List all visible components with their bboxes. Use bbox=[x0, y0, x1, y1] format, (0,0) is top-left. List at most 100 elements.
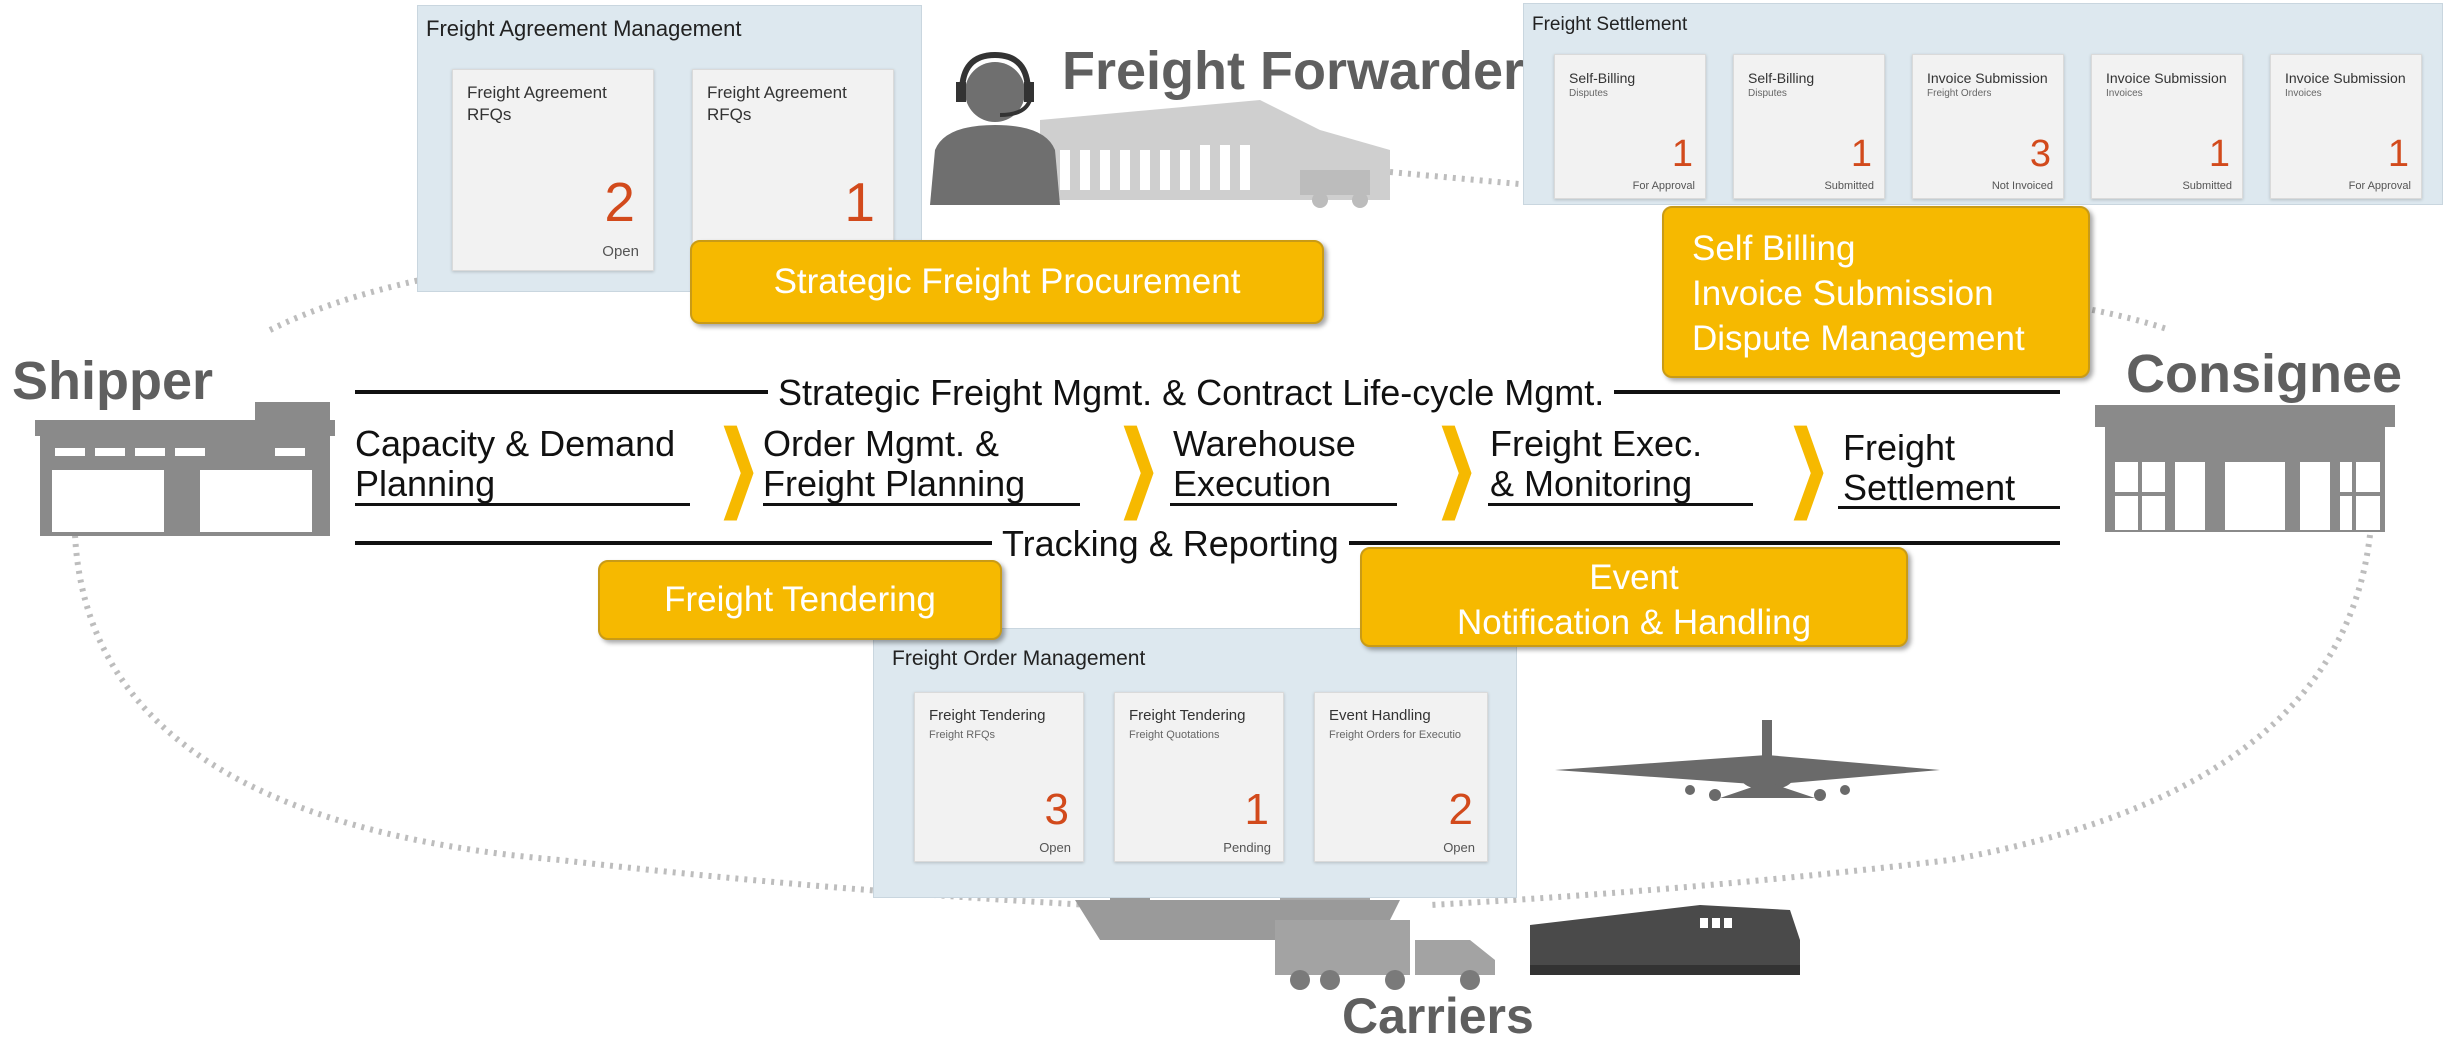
truck-icon bbox=[1275, 920, 1495, 990]
bottom-band-label: Tracking & Reporting bbox=[992, 523, 1349, 565]
panel-title: Freight Settlement bbox=[1532, 14, 1688, 35]
airplane-icon bbox=[1555, 720, 1940, 801]
chevron-right-icon: ❯ bbox=[1435, 415, 1478, 517]
tile[interactable]: Self-Billing Disputes 1 For Approval bbox=[1554, 54, 1706, 199]
tile[interactable]: Event Handling Freight Orders for Execut… bbox=[1314, 692, 1488, 862]
chevron-right-icon: ❯ bbox=[717, 415, 760, 517]
train-icon bbox=[1530, 905, 1800, 975]
tile[interactable]: Freight Agreement RFQs 2 Open bbox=[452, 69, 654, 271]
phase-line: Capacity & Demand bbox=[355, 423, 676, 464]
phase-underline bbox=[355, 503, 690, 506]
tile-title: Freight Tendering bbox=[1129, 707, 1246, 724]
tile-status: For Approval bbox=[1632, 180, 1695, 192]
tile-value: 2 bbox=[604, 171, 635, 233]
shipper-label: Shipper bbox=[12, 351, 214, 411]
phase-warehouse: Warehouse Execution bbox=[1173, 424, 1356, 504]
chevron-right-icon: ❯ bbox=[1117, 415, 1160, 517]
tile[interactable]: Freight Tendering Freight RFQs 3 Open bbox=[914, 692, 1084, 862]
callout-text: Strategic Freight Procurement bbox=[773, 262, 1241, 301]
callout-settlement: Self Billing Invoice Submission Dispute … bbox=[1662, 206, 2090, 378]
tile-title: Invoice Submission bbox=[2106, 70, 2227, 86]
tile-status: Open bbox=[602, 243, 639, 260]
callout-text: Dispute Management bbox=[1692, 319, 2025, 358]
tile-subtitle: Freight Orders bbox=[1927, 88, 1992, 99]
phase-freight-exec: Freight Exec. & Monitoring bbox=[1490, 424, 1702, 504]
phase-line: Freight Planning bbox=[763, 463, 1026, 504]
tile-subtitle: Invoices bbox=[2106, 88, 2143, 99]
tile-subtitle: Disputes bbox=[1748, 88, 1787, 99]
freight-order-panel: Freight Order Management Freight Tenderi… bbox=[873, 628, 1517, 898]
tile-title: Invoice Submission bbox=[2285, 70, 2406, 86]
tile-value: 1 bbox=[844, 171, 875, 233]
tile-value: 3 bbox=[2029, 133, 2051, 175]
phase-line: Freight bbox=[1843, 427, 1956, 468]
tile-value: 1 bbox=[2208, 133, 2230, 175]
tile-status: Submitted bbox=[1824, 180, 1874, 192]
tile-value: 3 bbox=[1044, 785, 1069, 834]
callout-text: Notification & Handling bbox=[1456, 603, 1812, 642]
phase-line: & Monitoring bbox=[1490, 463, 1693, 504]
tile[interactable]: Invoice Submission Freight Orders 3 Not … bbox=[1912, 54, 2064, 199]
tile-title: Freight Agreement RFQs bbox=[707, 83, 847, 124]
tile-status: Pending bbox=[1223, 840, 1271, 855]
tile[interactable]: Freight Tendering Freight Quotations 1 P… bbox=[1114, 692, 1284, 862]
tile-title: Invoice Submission bbox=[1927, 70, 2048, 86]
dotted-connector-settlement-consignee bbox=[2029, 297, 2171, 333]
freight-settlement-panel: Freight Settlement Self-Billing Disputes… bbox=[1523, 3, 2443, 205]
freight-forwarder-label: Freight Forwarder bbox=[1062, 41, 1525, 101]
phase-line: Settlement bbox=[1843, 467, 2016, 508]
dotted-connector-forwarder-settlement bbox=[1389, 169, 1531, 188]
tile-title: Self-Billing bbox=[1569, 70, 1636, 86]
tile[interactable]: Invoice Submission Invoices 1 For Approv… bbox=[2270, 54, 2422, 199]
tile-subtitle: Invoices bbox=[2285, 88, 2322, 99]
phase-freight-settlement: Freight Settlement bbox=[1843, 428, 2015, 508]
callout-text: Self Billing bbox=[1692, 229, 1856, 268]
callout-strategic-procurement: Strategic Freight Procurement bbox=[690, 240, 1324, 324]
chevron-right-icon: ❯ bbox=[1787, 415, 1830, 517]
phase-line: Freight Exec. bbox=[1490, 423, 1703, 464]
tile-value: 1 bbox=[1244, 785, 1269, 834]
callout-text: Freight Tendering bbox=[664, 580, 936, 619]
tile-title: Freight Tendering bbox=[929, 707, 1046, 724]
consignee-label: Consignee bbox=[2126, 344, 2403, 404]
tile[interactable]: Freight Agreement RFQs 1 bbox=[692, 69, 894, 271]
headset-person-icon bbox=[930, 51, 1060, 205]
warehouse-icon bbox=[1040, 100, 1390, 208]
tile-status: Submitted bbox=[2182, 180, 2232, 192]
tile-value: 1 bbox=[2387, 133, 2409, 175]
tile[interactable]: Invoice Submission Invoices 1 Submitted bbox=[2091, 54, 2243, 199]
phase-order-planning: Order Mgmt. & Freight Planning bbox=[763, 424, 1025, 504]
tile-value: 1 bbox=[1671, 133, 1693, 175]
phase-line: Order Mgmt. & bbox=[763, 423, 1000, 464]
phase-capacity-demand: Capacity & Demand Planning bbox=[355, 424, 675, 504]
panel-title: Freight Agreement Management bbox=[426, 16, 742, 41]
carriers-label: Carriers bbox=[1342, 988, 1534, 1044]
tile-value: 1 bbox=[1850, 133, 1872, 175]
tile-subtitle: Disputes bbox=[1569, 88, 1608, 99]
callout-tendering: Freight Tendering bbox=[598, 560, 1002, 640]
tile[interactable]: Self-Billing Disputes 1 Submitted bbox=[1733, 54, 1885, 199]
tile-subtitle: Freight Orders for Executio bbox=[1329, 729, 1462, 741]
freight-agreement-panel: Freight Agreement Management Freight Agr… bbox=[417, 5, 922, 292]
tile-status: Not Invoiced bbox=[1991, 180, 2053, 192]
tile-title: Freight Agreement RFQs bbox=[467, 83, 607, 124]
phase-underline bbox=[763, 503, 1080, 506]
callout-event: Event Notification & Handling bbox=[1360, 547, 1908, 647]
tile-status: For Approval bbox=[2348, 180, 2411, 192]
tile-status: Open bbox=[1039, 840, 1071, 855]
phase-line: Warehouse bbox=[1173, 423, 1356, 464]
callout-text: Invoice Submission bbox=[1692, 274, 1994, 313]
shipper-building-icon bbox=[35, 402, 335, 536]
tile-title: Self-Billing bbox=[1748, 70, 1815, 86]
callout-text: Event bbox=[1589, 558, 1679, 597]
phase-underline bbox=[1170, 503, 1397, 506]
tile-subtitle: Freight Quotations bbox=[1129, 729, 1220, 741]
phase-line: Execution bbox=[1173, 463, 1332, 504]
tile-subtitle: Freight RFQs bbox=[929, 729, 996, 741]
phase-underline bbox=[1838, 506, 2060, 509]
phase-line: Planning bbox=[355, 463, 496, 504]
tile-value: 2 bbox=[1448, 785, 1473, 834]
top-band-label: Strategic Freight Mgmt. & Contract Life-… bbox=[768, 372, 1615, 414]
dotted-connector-shipper-agreement bbox=[268, 277, 421, 333]
phase-underline bbox=[1488, 503, 1753, 506]
